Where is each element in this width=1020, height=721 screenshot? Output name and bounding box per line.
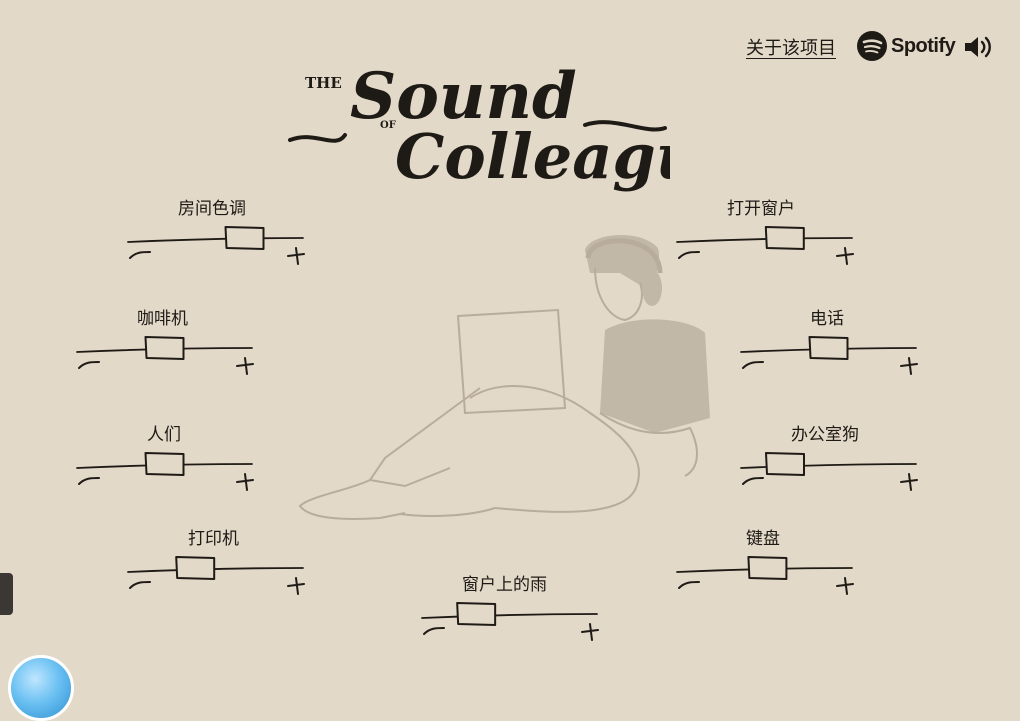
slider-knob[interactable] <box>747 556 788 580</box>
telephone-slider[interactable] <box>740 326 921 384</box>
open-window-slider[interactable] <box>676 216 857 274</box>
mixer-label: 人们 <box>147 425 181 445</box>
coffee-machine-slider[interactable] <box>76 326 257 384</box>
logo-of: OF <box>380 120 396 131</box>
mixer-label: 键盘 <box>746 529 780 549</box>
plus-icon <box>236 357 254 375</box>
minus-icon <box>78 361 100 369</box>
slider-track <box>127 567 304 573</box>
plus-icon <box>836 577 854 595</box>
spotify-link[interactable]: Spotify <box>857 31 956 61</box>
minus-icon <box>129 251 151 259</box>
plus-icon <box>900 473 918 491</box>
about-project-link[interactable]: 关于该项目 <box>746 38 836 59</box>
plus-icon <box>287 577 305 595</box>
mixer-people: 人们 <box>76 420 257 500</box>
plus-icon <box>836 247 854 265</box>
slider-knob[interactable] <box>456 602 497 626</box>
slider-knob[interactable] <box>764 226 805 250</box>
mixer-office-dog: 办公室狗 <box>740 420 921 500</box>
keyboard-slider[interactable] <box>676 546 857 604</box>
minus-icon <box>78 477 100 485</box>
mixer-telephone: 电话 <box>740 304 921 384</box>
logo-colleagues: Colleagues <box>395 120 670 193</box>
floating-assistant-button[interactable] <box>8 655 74 721</box>
mixer-open-window: 打开窗户 <box>676 194 857 274</box>
mixer-label: 打开窗户 <box>727 199 795 219</box>
mixer-rain-on-window: 窗户上的雨 <box>421 570 602 650</box>
minus-icon <box>678 581 700 589</box>
spotify-icon <box>857 31 887 61</box>
sound-of-colleagues-logo: THE Sound OF Colleagues <box>285 40 775 200</box>
slider-track <box>127 237 304 243</box>
slider-knob[interactable] <box>224 226 265 250</box>
spotify-label: Spotify <box>891 34 956 57</box>
office-dog-slider[interactable] <box>740 442 921 500</box>
slider-knob[interactable] <box>144 452 185 476</box>
person-with-laptop-illustration <box>290 228 720 528</box>
minus-icon <box>742 477 764 485</box>
minus-icon <box>129 581 151 589</box>
mixer-label: 咖啡机 <box>137 309 188 329</box>
mixer-label: 电话 <box>810 309 844 329</box>
minus-icon <box>678 251 700 259</box>
slider-knob[interactable] <box>765 452 805 476</box>
slider-track <box>740 463 917 469</box>
people-slider[interactable] <box>76 442 257 500</box>
minus-icon <box>423 627 445 635</box>
room-tone-slider[interactable] <box>127 216 308 274</box>
plus-icon <box>236 473 254 491</box>
plus-icon <box>287 247 305 265</box>
side-panel-tab[interactable] <box>0 573 13 615</box>
printer-slider[interactable] <box>127 546 308 604</box>
mixer-room-tone: 房间色调 <box>127 194 308 274</box>
mixer-coffee-machine: 咖啡机 <box>76 304 257 384</box>
plus-icon <box>900 357 918 375</box>
slider-track <box>421 613 598 619</box>
mixer-label: 办公室狗 <box>791 425 859 445</box>
slider-knob[interactable] <box>175 556 216 580</box>
logo-sound: Sound <box>350 59 577 134</box>
speaker-icon[interactable] <box>963 34 993 64</box>
mixer-label: 房间色调 <box>178 199 246 219</box>
mixer-keyboard: 键盘 <box>676 524 857 604</box>
minus-icon <box>742 361 764 369</box>
mixer-label: 打印机 <box>188 529 239 549</box>
logo-the: THE <box>305 74 342 92</box>
slider-knob[interactable] <box>144 336 185 360</box>
mixer-label: 窗户上的雨 <box>462 575 547 595</box>
mixer-printer: 打印机 <box>127 524 308 604</box>
plus-icon <box>581 623 599 641</box>
rain-on-window-slider[interactable] <box>421 592 602 650</box>
slider-knob[interactable] <box>808 336 849 360</box>
slider-track <box>676 237 853 243</box>
